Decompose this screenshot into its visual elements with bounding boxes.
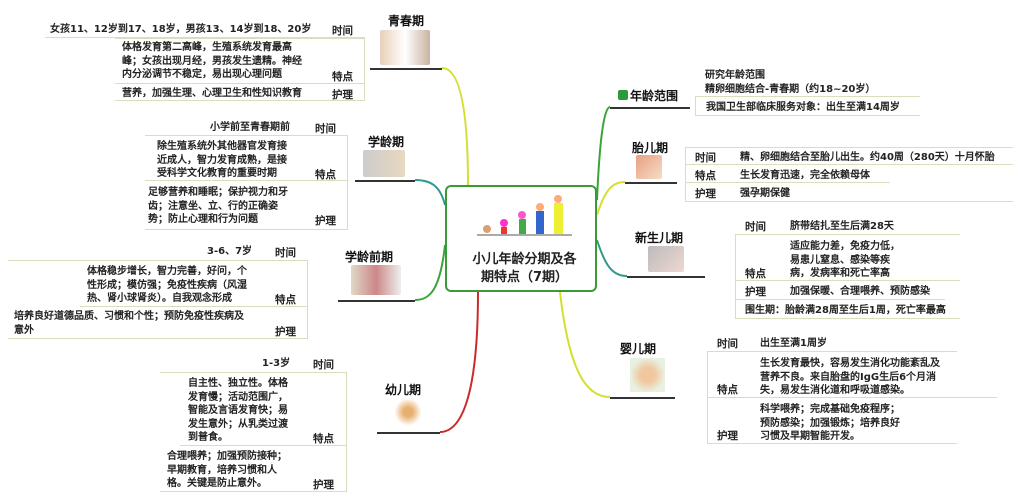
xuelingqian-time: 3-6、7岁: [207, 246, 253, 257]
taier-care: 强孕期保健: [740, 188, 790, 199]
youer-feature: 自主性、独立性。体格 发育慢；活动范围广， 智能及言语发育快；易 发生意外；从乳…: [188, 378, 288, 443]
node-xuelingqian[interactable]: 学龄前期: [345, 250, 394, 264]
photo-infant: [630, 358, 665, 392]
branch-yinger: [559, 291, 611, 398]
branch-xuelingqian: [414, 244, 446, 301]
node-youer[interactable]: 幼儿期: [385, 383, 422, 397]
node-xueling[interactable]: 学龄期: [368, 135, 405, 149]
yinger-feature: 生长发育最快，容易发生消化功能紊乱及 营养不良。来自胎盘的IgG生后6个月消 失…: [760, 358, 940, 396]
branch-xueling: [414, 179, 446, 206]
label-feature: 特点: [717, 384, 738, 396]
xinsheng-perinatal: 围生期：胎龄满28周至生后1周，死亡率最高: [745, 305, 946, 316]
label-care: 护理: [275, 326, 296, 338]
node-taier[interactable]: 胎儿期: [632, 141, 669, 155]
label-time: 时间: [745, 221, 766, 233]
label-time: 时间: [332, 25, 353, 37]
xueling-time: 小学前至青春期前: [210, 122, 290, 133]
taier-time: 精、卵细胞结合至胎儿出生。约40周（280天）十月怀胎: [740, 152, 995, 163]
label-care: 护理: [315, 215, 336, 227]
node-yinger[interactable]: 婴儿期: [620, 342, 657, 356]
label-care: 护理: [332, 89, 353, 101]
range-service: 我国卫生部临床服务对象：出生至满14周岁: [706, 102, 900, 113]
photo-fetus: [636, 155, 662, 179]
branch-qingchun: [441, 67, 469, 186]
branch-range: [596, 106, 611, 201]
label-time: 时间: [695, 152, 716, 164]
label-feature: 特点: [695, 170, 716, 182]
xueling-feature: 除生殖系统外其他器官发育接 近成人，智力发育成熟，是接 受科学文化教育的重要时期: [157, 141, 287, 179]
label-care: 护理: [745, 286, 766, 298]
youer-care: 合理喂养；加强预防接种； 早期教育，培养习惯和人 格。关键是防止意外。: [167, 451, 287, 489]
node-qingchun[interactable]: 青春期: [388, 14, 425, 28]
edit-note-icon: [618, 90, 628, 100]
node-range[interactable]: 年龄范围: [630, 89, 679, 103]
photo-teens: [380, 30, 430, 65]
label-care: 护理: [313, 479, 334, 491]
branch-xinsheng: [596, 239, 628, 277]
label-time: 时间: [717, 338, 738, 350]
qingchun-time: 女孩11、12岁到17、18岁，男孩13、14岁到18、20岁: [50, 24, 312, 35]
label-feature: 特点: [745, 268, 766, 280]
label-time: 时间: [315, 123, 336, 135]
qingchun-care: 营养，加强生理、心理卫生和性知识教育: [122, 88, 302, 99]
label-feature: 特点: [315, 169, 336, 181]
photo-newborn: [648, 246, 684, 272]
central-title: 小儿年龄分期及各期特点（7期）: [472, 252, 577, 285]
xinsheng-feature: 适应能力差，免疫力低， 易患儿窒息、感染等疾 病，发病率和死亡率高: [790, 241, 900, 279]
branch-youer: [439, 291, 479, 433]
label-feature: 特点: [313, 433, 334, 445]
xueling-care: 足够营养和睡眠；保护视力和牙 齿；注意坐、立、行的正确姿 势；防止心理和行为问题: [148, 187, 288, 225]
label-time: 时间: [313, 359, 334, 371]
range-research: 研究年龄范围 精卵细胞结合-青春期（约18~20岁）: [705, 70, 876, 95]
label-care: 护理: [695, 188, 716, 200]
youer-time: 1-3岁: [262, 358, 291, 369]
taier-feature: 生长发育迅速，完全依赖母体: [740, 170, 870, 181]
node-xinsheng[interactable]: 新生儿期: [635, 231, 684, 245]
xinsheng-time: 脐带结扎至生后满28天: [790, 221, 894, 232]
label-time: 时间: [275, 247, 296, 259]
growth-stages-illustration: [477, 195, 572, 236]
yinger-time: 出生至满1周岁: [760, 338, 827, 349]
photo-toddlers: [390, 398, 426, 426]
branch-taier: [596, 181, 626, 216]
yinger-care: 科学喂养；完成基础免疫程序； 预防感染；加强锻炼；培养良好 习惯及早期智能开发。: [760, 404, 900, 442]
row-divider: [45, 22, 365, 38]
qingchun-feature: 体格发育第二高峰，生殖系统发育最高 峰；女孩出现月经，男孩发生遗精。神经 内分泌…: [122, 42, 302, 80]
photo-schoolchild: [363, 150, 405, 177]
central-topic[interactable]: 小儿年龄分期及各期特点（7期）: [445, 185, 597, 292]
label-care: 护理: [717, 430, 738, 442]
xinsheng-care: 加强保暖、合理喂养、预防感染: [790, 286, 930, 297]
label-feature: 特点: [275, 294, 296, 306]
xuelingqian-care: 培养良好道德品质、习惯和个性；预防免疫性疾病及 意外: [14, 311, 244, 336]
label-feature: 特点: [332, 71, 353, 83]
xuelingqian-feature: 体格稳步增长，智力完善，好问，个 性形成；模仿强；免疫性疾病（风湿 热、肾小球肾…: [87, 266, 247, 304]
photo-preschooler: [351, 265, 401, 295]
